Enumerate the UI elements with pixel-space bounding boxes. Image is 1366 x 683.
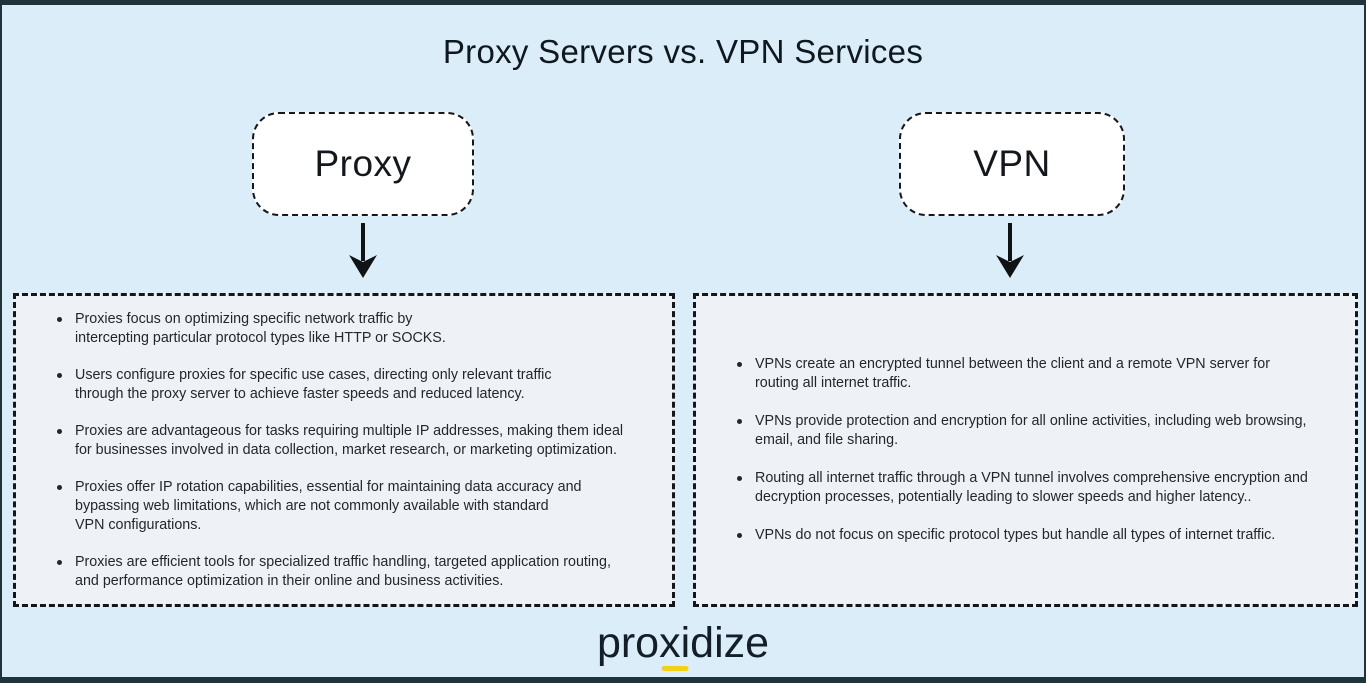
- bullet-dot-icon: [737, 476, 742, 481]
- logo-text-post: dize: [690, 619, 770, 667]
- logo-text-mid: xi: [659, 619, 691, 671]
- list-item: Proxies are advantageous for tasks requi…: [56, 422, 654, 460]
- vpn-node-label: VPN: [973, 143, 1051, 184]
- bullet-text: VPNs provide protection and encryption f…: [755, 413, 1307, 448]
- bullet-dot-icon: [57, 485, 62, 490]
- logo-text-pre: pro: [596, 619, 660, 667]
- list-item: VPNs create an encrypted tunnel between …: [736, 355, 1337, 393]
- bullet-text: VPNs do not focus on specific protocol t…: [755, 527, 1276, 543]
- list-item: Proxies are efficient tools for speciali…: [56, 553, 654, 591]
- bullet-text: Proxies offer IP rotation capabilities, …: [75, 479, 582, 533]
- bullet-text: VPNs create an encrypted tunnel between …: [755, 356, 1270, 391]
- bullet-text: Proxies focus on optimizing specific net…: [75, 311, 446, 346]
- bullet-text: Users configure proxies for specific use…: [75, 367, 552, 402]
- list-item: Proxies focus on optimizing specific net…: [56, 310, 654, 348]
- list-item: Routing all internet traffic through a V…: [736, 469, 1337, 507]
- vpn-bullet-list: VPNs create an encrypted tunnel between …: [696, 355, 1355, 545]
- bullet-dot-icon: [57, 429, 62, 434]
- bullet-dot-icon: [737, 362, 742, 367]
- bullet-dot-icon: [737, 419, 742, 424]
- bullet-text: Proxies are efficient tools for speciali…: [75, 554, 611, 589]
- bullet-dot-icon: [57, 560, 62, 565]
- bullet-text: Routing all internet traffic through a V…: [755, 470, 1308, 505]
- vpn-node: VPN: [899, 112, 1125, 216]
- proxy-node: Proxy: [252, 112, 474, 216]
- page-title: Proxy Servers vs. VPN Services: [442, 33, 924, 70]
- proxy-details-panel: Proxies focus on optimizing specific net…: [13, 293, 675, 607]
- bullet-text: Proxies are advantageous for tasks requi…: [75, 423, 624, 458]
- bullet-dot-icon: [57, 317, 62, 322]
- arrow-down-icon: [996, 223, 1024, 278]
- logo-text-mid-chars: xi: [659, 619, 691, 667]
- bullet-dot-icon: [57, 373, 62, 378]
- bullet-dot-icon: [737, 533, 742, 538]
- list-item: Proxies offer IP rotation capabilities, …: [56, 478, 654, 535]
- vpn-details-panel: VPNs create an encrypted tunnel between …: [693, 293, 1358, 607]
- proxy-node-label: Proxy: [314, 143, 412, 184]
- proxy-bullet-list: Proxies focus on optimizing specific net…: [16, 296, 672, 591]
- arrow-down-icon: [349, 223, 377, 278]
- logo-underline-accent: [661, 666, 689, 671]
- list-item: Users configure proxies for specific use…: [56, 366, 654, 404]
- list-item: VPNs do not focus on specific protocol t…: [736, 526, 1337, 545]
- list-item: VPNs provide protection and encryption f…: [736, 412, 1337, 450]
